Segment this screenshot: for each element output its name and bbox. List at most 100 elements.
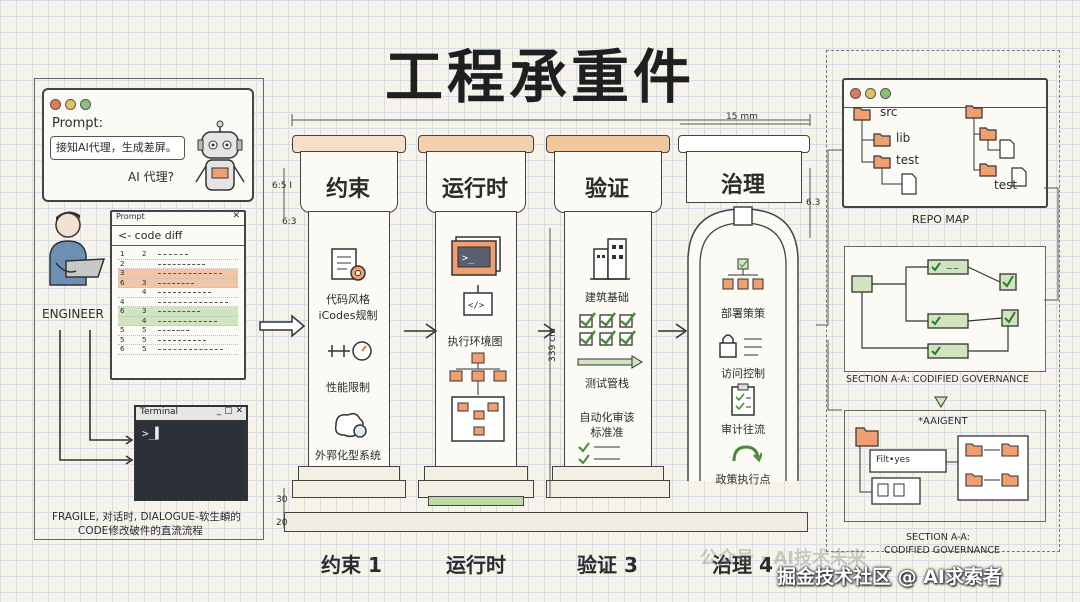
code-diff-titlebar: Prompt ✕ xyxy=(112,211,244,226)
watermark-faint: 公众号 · AI技术未来 xyxy=(700,548,866,569)
diff-code-line xyxy=(158,292,211,293)
pillar-capital xyxy=(300,151,398,213)
brain-gear-icon xyxy=(334,412,367,438)
diff-row: 4 xyxy=(118,288,238,298)
pillar-title: 运行时 xyxy=(441,177,508,202)
window-controls xyxy=(844,80,1046,108)
diff-row: 3 xyxy=(118,269,238,279)
diff-line-number: 5 xyxy=(142,335,147,344)
prompt-window-label: Prompt xyxy=(116,212,145,221)
diff-row: 4 xyxy=(118,316,238,326)
robot-icon xyxy=(195,120,245,191)
diff-line-number: 4 xyxy=(120,297,125,306)
left-frame xyxy=(34,78,264,540)
pillar-item: 部署策策 xyxy=(721,307,765,320)
pillar-verification: 验证 建筑基础 测试管栈 自动化审该 标准准 xyxy=(546,135,670,515)
diff-line-number: 6 xyxy=(120,278,125,287)
code-monitor-icon: </> xyxy=(463,285,493,316)
audit-clipboard-icon xyxy=(731,383,755,416)
svg-text:</>: </> xyxy=(468,301,485,311)
diff-code-line xyxy=(158,330,189,331)
pillar-item: 性能限制 xyxy=(326,381,370,394)
pillar-capital xyxy=(686,151,802,203)
diff-line-number: 6 xyxy=(120,345,125,353)
terminal-window: Terminal _ ▢ ✕ >_▌ xyxy=(134,405,248,501)
section-label-2b: CODIFIED GOVERNANCE xyxy=(884,545,1000,556)
window-buttons-icon[interactable]: _ ▢ ✕ xyxy=(216,406,243,416)
checkbox-grid-icon xyxy=(579,312,636,346)
caption-line-1: FRAGILE, 对话时, DIALOGUE-软生頔的 xyxy=(52,511,241,523)
prompt-text-box: 接知AI代理，生成差屏。 xyxy=(50,136,185,160)
watermark: 掘金技术社区 @ AI求索者 xyxy=(777,566,1003,588)
repo-item: test xyxy=(896,153,920,167)
section-label-1: SECTION A-A: CODIFIED GOVERNANCE xyxy=(846,374,1029,385)
pillar-item: 自动化审该 xyxy=(579,411,635,424)
bottom-label: 约束 1 xyxy=(321,553,382,577)
pillar-item: 执行环境图 xyxy=(447,335,503,348)
diff-line-number: 3 xyxy=(142,278,147,287)
close-icon[interactable]: ✕ xyxy=(232,211,240,221)
pillar-runtime: 运行时 >_ </> 执行环境图 xyxy=(418,135,534,515)
dim-bottom-a: 30 xyxy=(276,495,288,505)
engineer-label: ENGINEER xyxy=(42,307,104,321)
diff-line-number: 2 xyxy=(120,259,125,268)
pillar-plinth xyxy=(292,480,406,498)
diff-line-number: 1 xyxy=(120,250,125,258)
diff-line-number: 3 xyxy=(120,269,125,277)
pipeline-arrow-icon xyxy=(577,355,643,369)
terminal-screen-icon: >_ xyxy=(451,236,501,276)
prompt-text: 接知AI代理，生成差屏。 xyxy=(56,141,177,154)
dimension-lines xyxy=(283,114,811,528)
diff-code-line xyxy=(158,349,223,350)
code-diff-label: <- code diff xyxy=(112,226,244,246)
refresh-icon xyxy=(732,445,762,463)
bottom-label: 运行时 xyxy=(446,553,506,577)
prompt-window: Prompt: 接知AI代理，生成差屏。 AI 代理? xyxy=(42,88,254,202)
pillar-item: 访问控制 xyxy=(721,367,765,380)
repo-tree-icon xyxy=(853,105,1027,195)
repo-map-window: src lib test test xyxy=(842,78,1048,208)
pillar-item: 政策执行点 xyxy=(715,473,771,486)
right-frame xyxy=(826,50,1060,552)
repo-item: test xyxy=(994,178,1018,192)
agent-flow-icon xyxy=(855,427,1029,505)
pillar-arrows xyxy=(404,323,688,339)
repo-item: src xyxy=(880,105,898,119)
terminal-prompt[interactable]: >_▌ xyxy=(142,427,162,440)
diff-line-number: 3 xyxy=(142,307,147,315)
svg-text:>_: >_ xyxy=(462,253,475,264)
left-flow-arrows xyxy=(59,330,134,465)
pillar-plinth xyxy=(546,480,670,498)
checklist-icon xyxy=(578,442,620,465)
repo-map-label: REPO MAP xyxy=(912,213,970,226)
diff-code-line xyxy=(158,311,200,312)
pillar-plinth-green xyxy=(428,496,524,506)
pillar-item: 建筑基础 xyxy=(585,291,629,304)
section-label-2a: SECTION A-A: xyxy=(906,532,970,543)
governance-flow-icon: ~~ xyxy=(851,259,1019,359)
gauge-icon xyxy=(328,341,372,361)
building-icon xyxy=(590,238,630,280)
document-gear-icon xyxy=(331,248,366,281)
diff-line-number: 6 xyxy=(120,307,125,315)
agent-box xyxy=(844,410,1046,522)
terminal-label: Terminal xyxy=(140,407,179,417)
deploy-tree-icon xyxy=(722,258,764,290)
engineer-icon xyxy=(49,211,106,286)
diff-code-line xyxy=(158,273,222,274)
flow-tree-icon xyxy=(449,352,507,442)
dim-right: 6.3 xyxy=(806,198,821,208)
pillar-item: 测试管栈 xyxy=(585,377,629,390)
file-label: Filt•yes xyxy=(876,455,910,465)
window-controls xyxy=(44,90,252,119)
dim-top: 15 mm xyxy=(726,112,758,122)
diff-line-number: 2 xyxy=(142,250,147,258)
bottom-label: 验证 3 xyxy=(577,553,638,577)
diff-code-line xyxy=(158,263,205,265)
diff-line-number: 5 xyxy=(142,326,147,334)
